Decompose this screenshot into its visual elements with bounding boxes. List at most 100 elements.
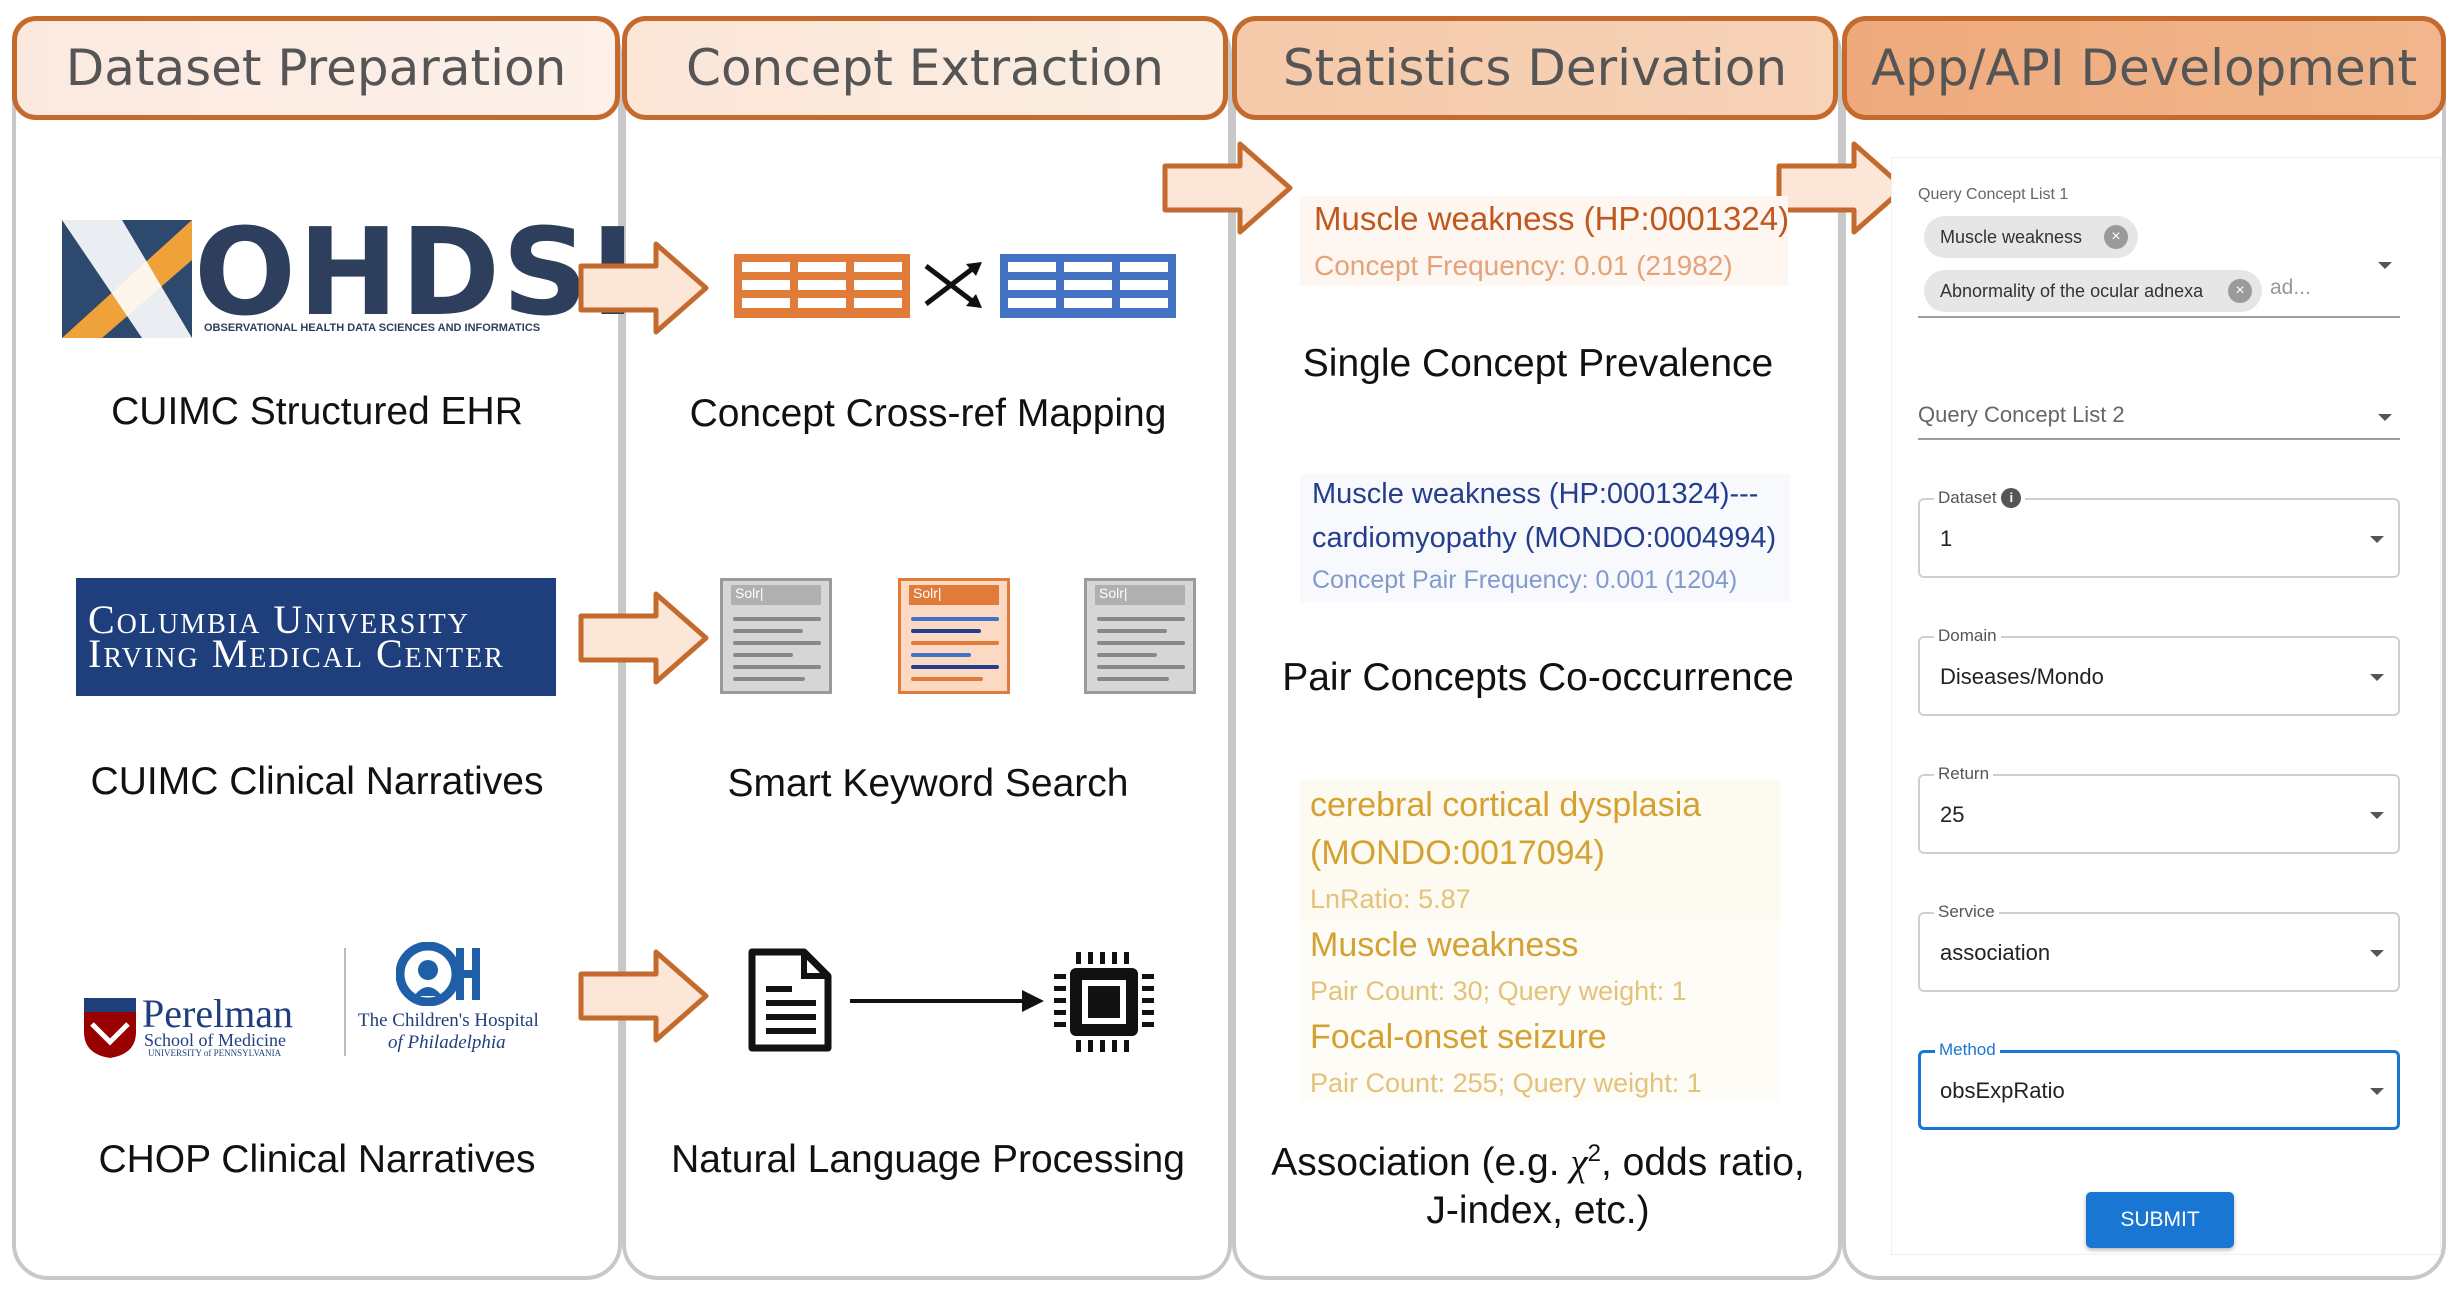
caption-nlp: Natural Language Processing	[671, 1138, 1185, 1181]
method-label: Method	[1935, 1040, 2000, 1060]
caption-association: Association (e.g. χ2, odds ratio, J-inde…	[1238, 1130, 1838, 1235]
association-card-items: Muscle weakness Pair Count: 30; Query we…	[1300, 922, 1780, 1102]
chip-remove-icon[interactable]: ×	[2104, 225, 2128, 249]
return-value: 25	[1940, 802, 1965, 827]
chip-remove-icon[interactable]: ×	[2228, 279, 2252, 303]
doc-line	[911, 677, 983, 681]
pair-concept-card: Muscle weakness (HP:0001324)--- cardiomy…	[1300, 474, 1790, 602]
nlp-arrow-icon	[850, 990, 1044, 1012]
doc-line	[1097, 641, 1185, 645]
service-label: Service	[1934, 902, 1999, 922]
chip-label: Abnormality of the ocular adnexa	[1940, 280, 2204, 301]
association-term-line1: cerebral cortical dysplasia	[1310, 786, 1702, 824]
ohdsi-logo: OHDSI OBSERVATIONAL HEALTH DATA SCIENCES…	[56, 204, 635, 343]
arrow-narratives-to-search	[578, 591, 709, 685]
arrow-statistics-to-app	[1776, 141, 1907, 235]
association-item2-detail: Pair Count: 255; Query weight: 1	[1310, 1068, 1702, 1098]
caption-keyword-search: Smart Keyword Search	[727, 762, 1129, 805]
query2-dropdown-icon[interactable]	[2378, 414, 2392, 421]
concept-table-orange-icon	[734, 254, 910, 318]
caption-association-sup: 2	[1587, 1140, 1601, 1167]
doc-line	[1097, 629, 1167, 633]
caption-association-line1: Association (e.g. χ2, odds ratio,	[1238, 1130, 1838, 1187]
doc-line	[911, 653, 971, 657]
chip-label: Muscle weakness	[1940, 226, 2083, 247]
method-dropdown-icon[interactable]	[2370, 1088, 2384, 1095]
domain-dropdown-icon[interactable]	[2370, 674, 2384, 681]
doc-line	[911, 617, 999, 621]
logo-divider	[344, 948, 346, 1056]
arrow-chop-to-nlp	[578, 949, 709, 1043]
ohdsi-wordmark: OHDSI	[194, 204, 638, 343]
app-form: Query Concept List 1 Muscle weakness × A…	[1892, 158, 2440, 1254]
dataset-select[interactable]: Dataset i 1	[1918, 488, 2400, 578]
pair-concept-line1: Muscle weakness (HP:0001324)---	[1312, 478, 1759, 510]
concept-table-blue-icon	[1000, 254, 1176, 318]
ohdsi-subtitle: OBSERVATIONAL HEALTH DATA SCIENCES AND I…	[204, 322, 541, 334]
domain-value: Diseases/Mondo	[1940, 664, 2104, 689]
chop-line2: of Philadelphia	[388, 1032, 506, 1053]
chop-line1: The Children's Hospital	[358, 1010, 539, 1031]
dataset-label: Dataset i	[1934, 488, 2026, 508]
solr-label: Solr|	[909, 585, 999, 605]
doc-line	[733, 677, 805, 681]
return-select[interactable]: Return 25	[1918, 764, 2400, 854]
info-icon[interactable]: i	[2001, 488, 2022, 508]
service-select[interactable]: Service association	[1918, 902, 2400, 992]
single-concept-card: Muscle weakness (HP:0001324) Concept Fre…	[1300, 196, 1790, 286]
header-statistics-derivation: Statistics Derivation	[1232, 16, 1838, 120]
doc-line	[733, 653, 793, 657]
domain-select[interactable]: Domain Diseases/Mondo	[1918, 626, 2400, 716]
doc-line	[733, 617, 821, 621]
doc-line	[911, 629, 981, 633]
pair-concept-line2: cardiomyopathy (MONDO:0004994)	[1312, 522, 1777, 554]
perelman-name: Perelman	[142, 991, 294, 1036]
columbia-line2: Irving Medical Center	[88, 631, 505, 676]
submit-button[interactable]: SUBMIT	[2086, 1192, 2234, 1248]
caption-association-chi: χ	[1570, 1141, 1588, 1184]
chip-abnormality-ocular-adnexa[interactable]: Abnormality of the ocular adnexa ×	[1924, 270, 2262, 312]
service-dropdown-icon[interactable]	[2370, 950, 2384, 957]
doc-line	[1097, 677, 1169, 681]
doc-line	[1097, 617, 1185, 621]
doc-line	[911, 641, 999, 645]
doc-line	[1097, 665, 1185, 669]
association-item1-detail: Pair Count: 30; Query weight: 1	[1310, 976, 1687, 1006]
dataset-label-text: Dataset	[1938, 488, 1997, 507]
doc-line	[911, 665, 999, 669]
caption-association-line2: J-index, etc.)	[1426, 1189, 1650, 1232]
doc-line	[733, 665, 821, 669]
caption-pair-concepts-cooccurrence: Pair Concepts Co-occurrence	[1282, 656, 1794, 699]
single-concept-term: Muscle weakness (HP:0001324)	[1314, 200, 1790, 237]
dataset-dropdown-icon[interactable]	[2370, 536, 2384, 543]
caption-association-post: , odds ratio,	[1600, 1141, 1805, 1184]
doc-line	[733, 629, 803, 633]
caption-cuimc-structured-ehr: CUIMC Structured EHR	[111, 390, 523, 433]
query1-dropdown-icon[interactable]	[2378, 262, 2392, 269]
arrow-extraction-to-statistics	[1162, 141, 1293, 235]
cross-mapping-arrows-icon	[924, 262, 982, 308]
association-lnratio: LnRatio: 5.87	[1310, 884, 1471, 914]
header-concept-extraction: Concept Extraction	[622, 16, 1228, 120]
domain-label: Domain	[1934, 626, 2001, 646]
solr-doc-gray-right: Solr|	[1084, 578, 1196, 694]
chop-emblem-icon	[396, 942, 480, 1006]
arrow-ehr-to-mapping	[578, 241, 709, 335]
query2-underline	[1918, 438, 2400, 440]
header-dataset-preparation: Dataset Preparation	[12, 16, 620, 120]
query2-field[interactable]: Query Concept List 2	[1918, 394, 2400, 442]
perelman-line2: School of Medicine	[144, 1030, 286, 1050]
method-select[interactable]: Method obsExpRatio	[1918, 1040, 2400, 1130]
association-item1: Muscle weakness	[1310, 926, 1579, 964]
query2-label: Query Concept List 2	[1918, 402, 2125, 427]
query1-input-overflow[interactable]: ad...	[2270, 276, 2311, 299]
caption-chop-clinical-narratives: CHOP Clinical Narratives	[98, 1138, 536, 1181]
document-icon	[748, 948, 832, 1052]
query1-underline	[1918, 316, 2400, 318]
columbia-line1: Columbia University	[88, 597, 470, 642]
perelman-chop-logo: Perelman School of Medicine UNIVERSITY o…	[78, 938, 558, 1058]
return-dropdown-icon[interactable]	[2370, 812, 2384, 819]
solr-doc-orange-middle: Solr|	[898, 578, 1010, 694]
caption-concept-mapping: Concept Cross-ref Mapping	[689, 392, 1167, 435]
chip-muscle-weakness[interactable]: Muscle weakness ×	[1924, 216, 2138, 258]
